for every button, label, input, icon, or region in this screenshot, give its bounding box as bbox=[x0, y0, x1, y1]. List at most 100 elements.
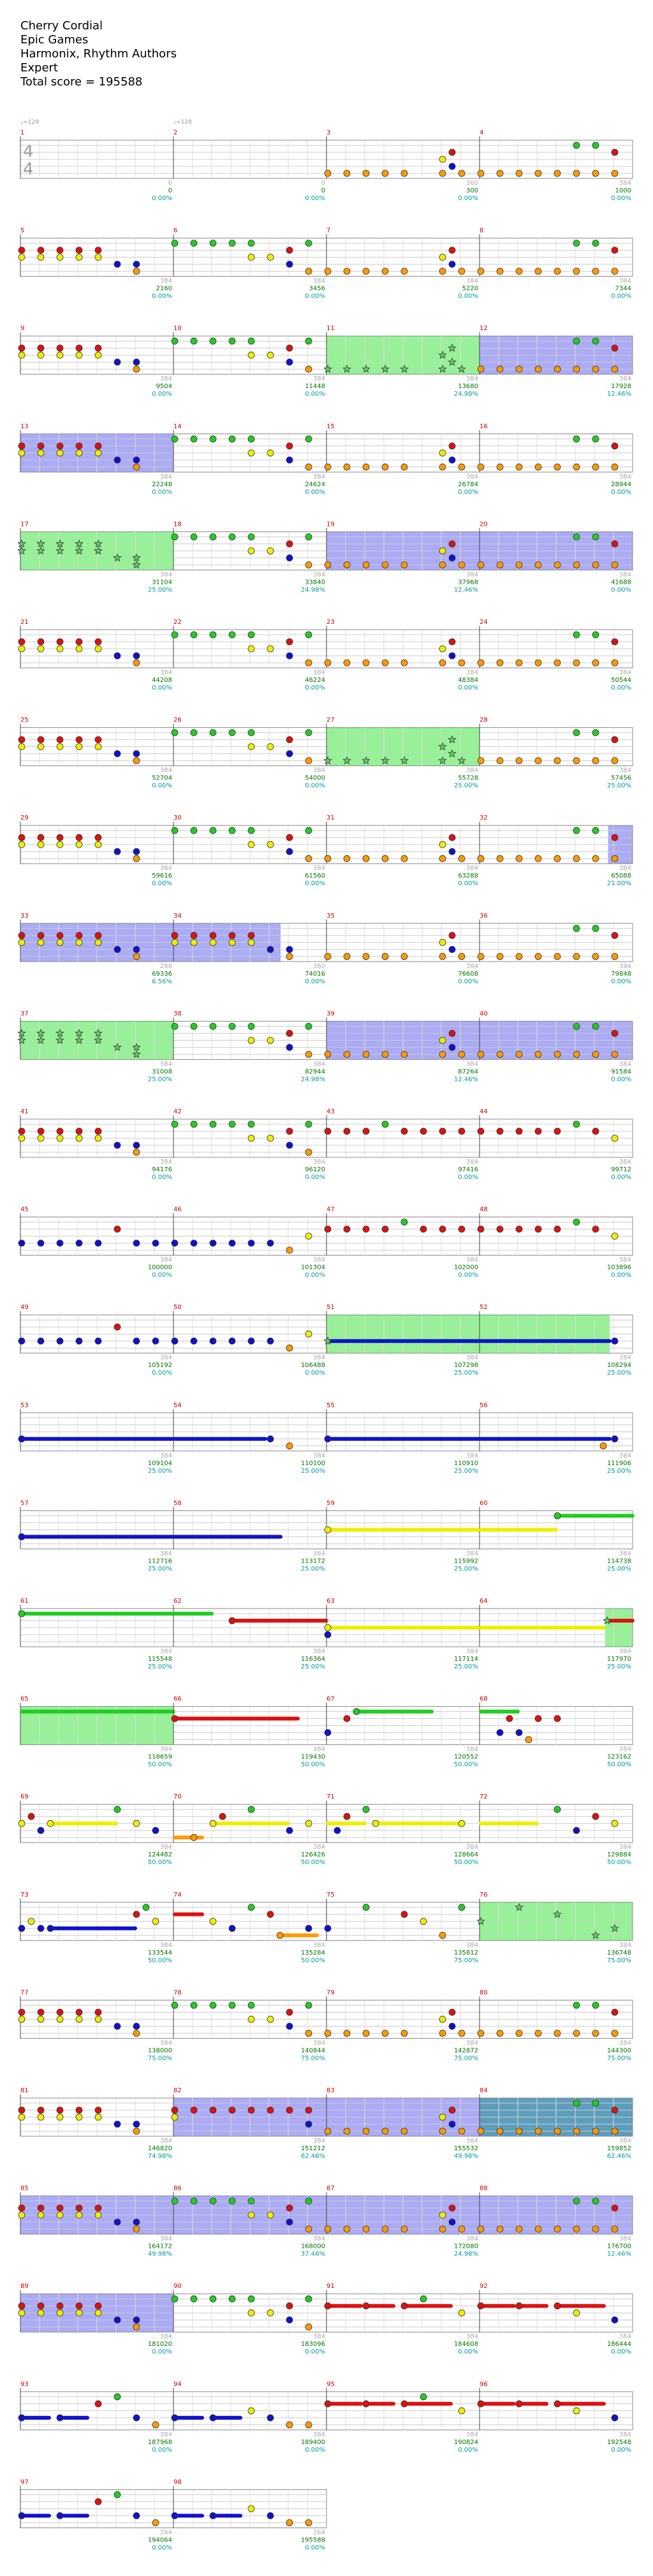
measure-number: 75 bbox=[326, 1892, 335, 1899]
note-green bbox=[573, 533, 580, 540]
note-green bbox=[381, 1120, 389, 1128]
measure-number: 48 bbox=[480, 1206, 488, 1213]
note-red bbox=[171, 2106, 179, 2114]
note-red bbox=[18, 2302, 26, 2310]
measure-multiplier: 0.00% bbox=[458, 1272, 478, 1279]
note-yellow bbox=[247, 2505, 255, 2512]
note-yellow bbox=[611, 1233, 619, 1240]
note-red bbox=[37, 247, 45, 254]
note-blue bbox=[286, 2316, 293, 2324]
note-orange bbox=[554, 365, 561, 373]
note-red bbox=[448, 1030, 456, 1037]
note-yellow bbox=[267, 351, 274, 359]
measure-score: 189400 bbox=[301, 2439, 325, 2446]
note-red-star bbox=[36, 1029, 45, 1038]
beat-count: 384 bbox=[160, 2138, 172, 2145]
beat-count: 384 bbox=[619, 1159, 631, 1166]
note-green bbox=[573, 729, 580, 736]
note-red bbox=[362, 1127, 370, 1135]
note-blue bbox=[247, 1337, 255, 1345]
measure-score: 115992 bbox=[454, 1558, 478, 1565]
measure-score: 135812 bbox=[454, 1950, 478, 1957]
note-green bbox=[305, 631, 312, 639]
note-green bbox=[247, 1023, 255, 1030]
measure-multiplier: 0.00% bbox=[458, 1174, 478, 1181]
note-red bbox=[611, 2106, 619, 2114]
note-red bbox=[611, 442, 619, 450]
measure-number: 97 bbox=[20, 2478, 29, 2486]
note-blue bbox=[324, 1435, 332, 1443]
measure-multiplier: 12.46% bbox=[607, 2251, 631, 2258]
beat-count: 384 bbox=[619, 571, 631, 578]
note-orange bbox=[515, 659, 523, 667]
note-blue bbox=[133, 848, 140, 855]
note-green bbox=[305, 533, 312, 540]
note-green bbox=[228, 631, 236, 639]
note-red bbox=[362, 2400, 370, 2408]
measure-score: 48384 bbox=[458, 677, 478, 684]
note-blue bbox=[37, 1925, 45, 1932]
note-red bbox=[448, 247, 456, 254]
note-yellow bbox=[37, 2113, 45, 2121]
beat-count: 384 bbox=[313, 1942, 325, 1949]
note-yellow bbox=[573, 2309, 580, 2317]
note-yellow bbox=[94, 2015, 102, 2023]
note-orange bbox=[305, 2225, 312, 2233]
measure-multiplier: 62.46% bbox=[607, 2153, 631, 2160]
beat-count: 384 bbox=[160, 474, 172, 481]
note-orange bbox=[458, 953, 466, 960]
note-orange-star bbox=[132, 1050, 141, 1059]
measure-score: 17928 bbox=[611, 383, 631, 390]
note-red bbox=[324, 1127, 332, 1135]
note-green bbox=[247, 435, 255, 443]
note-red bbox=[439, 1226, 446, 1233]
measure-score: 146820 bbox=[148, 2145, 172, 2152]
note-orange bbox=[496, 1051, 504, 1058]
measure-multiplier: 0.00% bbox=[305, 1174, 325, 1181]
measure-multiplier: 0.00% bbox=[305, 880, 325, 887]
note-orange bbox=[133, 365, 140, 373]
note-blue bbox=[114, 848, 121, 855]
note-red bbox=[190, 932, 198, 939]
note-yellow bbox=[94, 1134, 102, 1142]
measure-multiplier: 37.46% bbox=[301, 2251, 325, 2258]
note-orange bbox=[439, 2029, 446, 2037]
note-orange bbox=[305, 463, 312, 471]
measure-score: 50544 bbox=[611, 677, 631, 684]
note-green bbox=[305, 337, 312, 345]
note-green bbox=[114, 1805, 121, 1813]
note-orange bbox=[439, 953, 446, 960]
measure-multiplier: 25.00% bbox=[607, 1565, 631, 1572]
beat-count: 384 bbox=[619, 1746, 631, 1753]
note-red bbox=[324, 1226, 332, 1233]
note-orange bbox=[496, 2225, 504, 2233]
note-red bbox=[448, 148, 456, 156]
note-orange bbox=[611, 463, 619, 471]
measure-number: 43 bbox=[326, 1108, 335, 1115]
beat-count: 384 bbox=[466, 1257, 478, 1264]
note-green bbox=[573, 337, 580, 345]
note-orange bbox=[573, 268, 580, 275]
measure-number: 6 bbox=[173, 228, 177, 235]
measure-multiplier: 0.00% bbox=[458, 978, 478, 985]
note-green bbox=[573, 141, 580, 149]
note-orange bbox=[362, 855, 370, 862]
note-blue bbox=[114, 652, 121, 660]
measure-number: 65 bbox=[20, 1696, 29, 1703]
note-green bbox=[190, 1023, 198, 1030]
measure-multiplier: 25.00% bbox=[607, 783, 631, 790]
measure-number: 34 bbox=[173, 913, 182, 920]
note-yellow bbox=[267, 547, 274, 554]
measure-multiplier: 75.00% bbox=[301, 2055, 325, 2062]
note-red bbox=[286, 442, 293, 450]
